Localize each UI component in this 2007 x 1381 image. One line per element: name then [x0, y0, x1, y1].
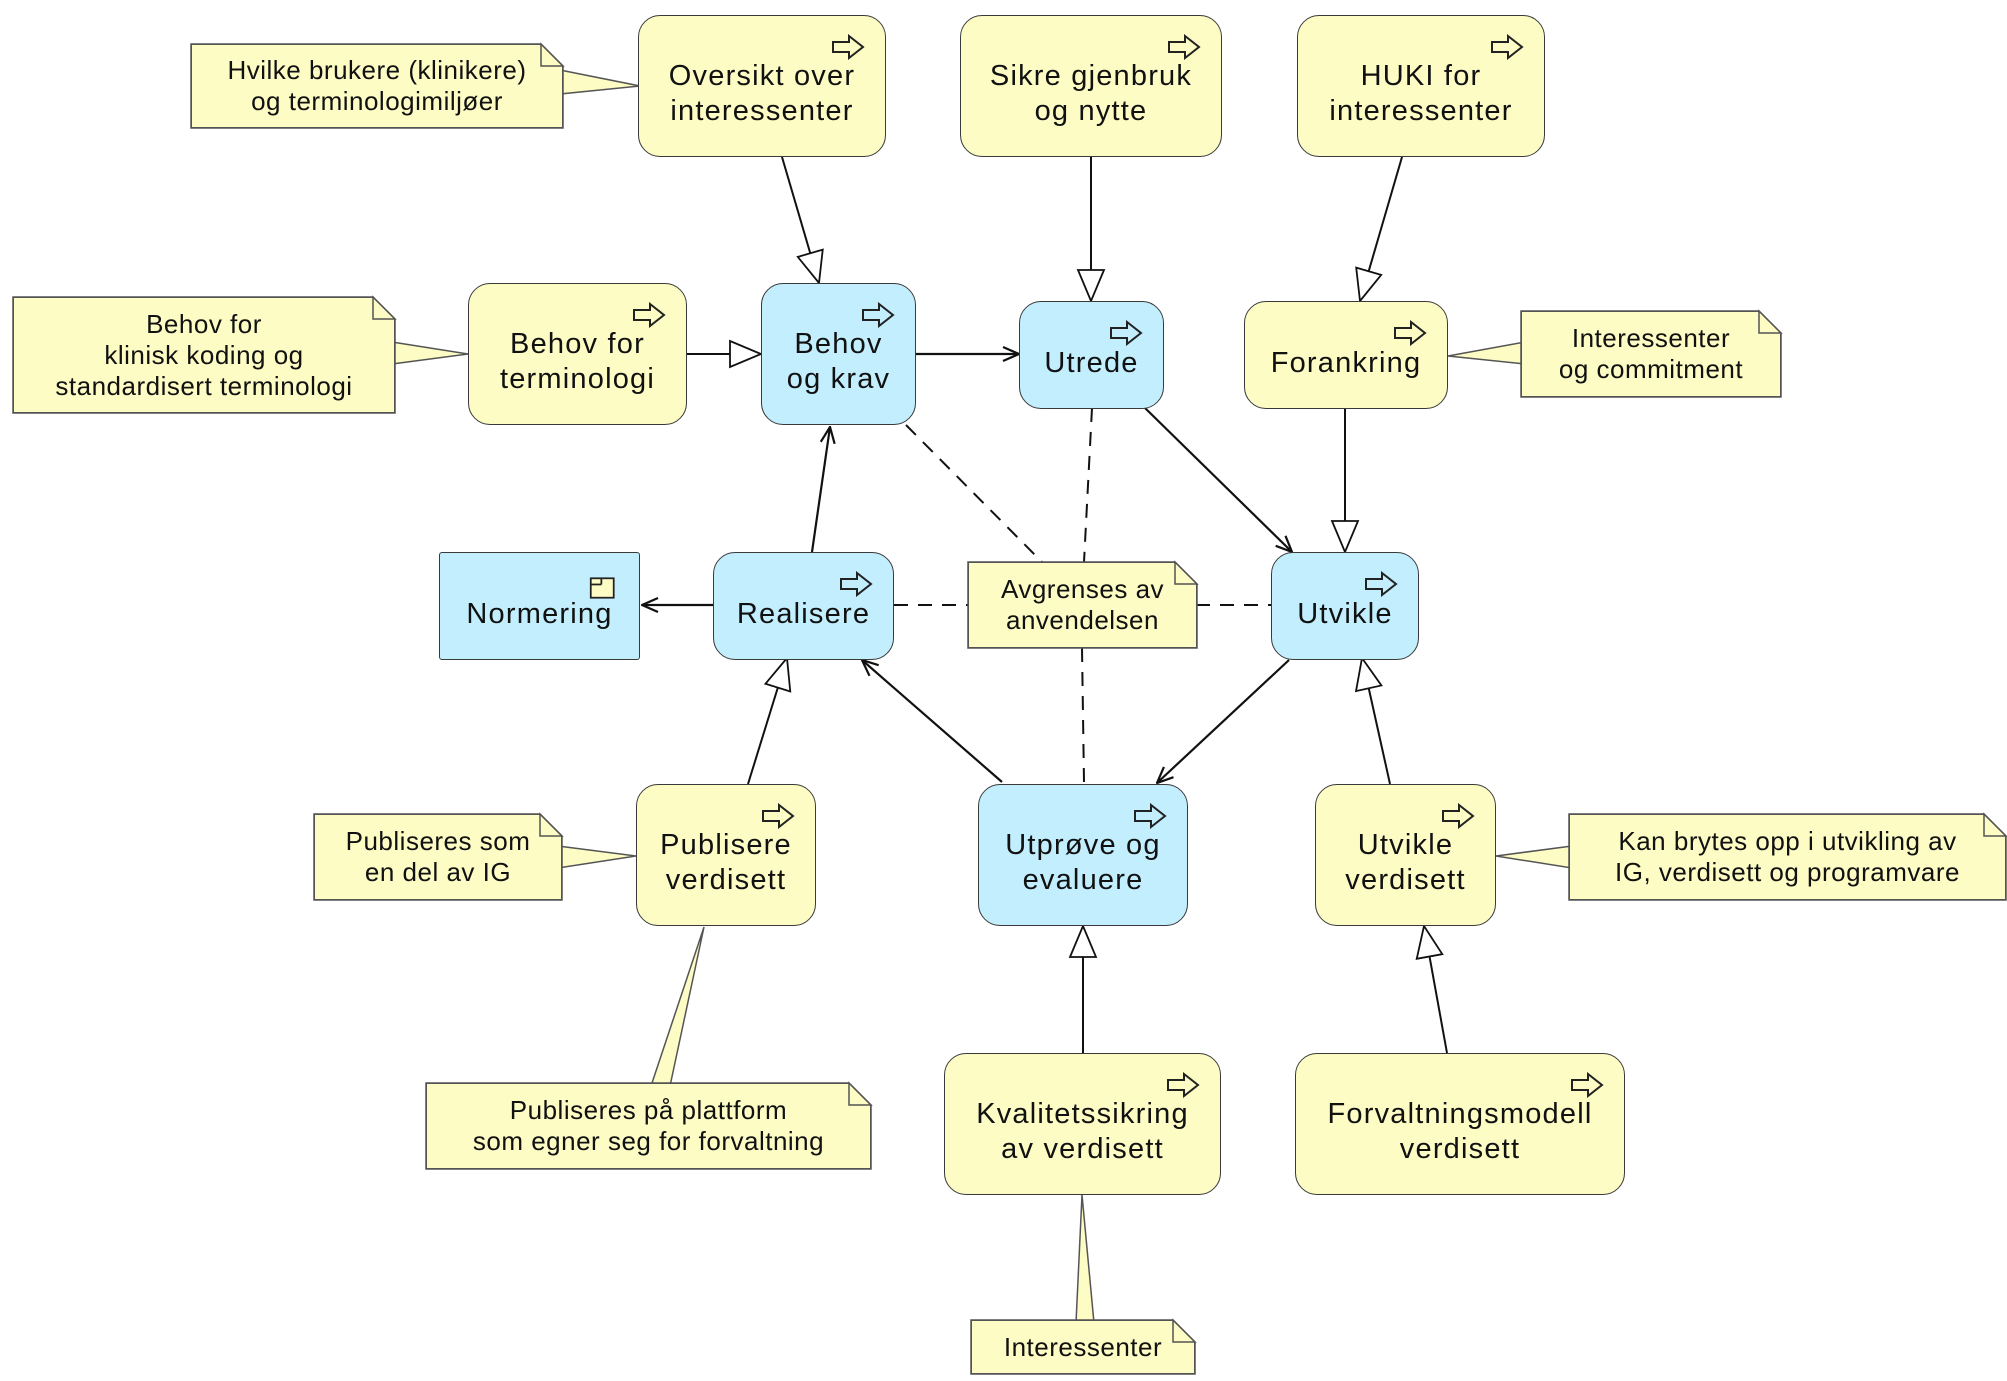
note-tail-interessenter-commitment	[1447, 341, 1526, 365]
edge-utvikleverdisett-utvikle	[1362, 658, 1391, 785]
node-utvikle-verdisett-line-2: verdisett	[1345, 864, 1466, 896]
edge-utvikle-utprove	[1157, 659, 1290, 783]
node-huki[interactable]: HUKI for interessenter	[1297, 15, 1545, 157]
process-arrow-icon	[633, 302, 666, 328]
note-tail-publiseres-ig	[557, 845, 637, 869]
node-realisere-line-1: Realisere	[736, 597, 871, 630]
note-behov-klinisk-line-2: klinisk koding og	[104, 339, 304, 370]
dash-utrede-avgrenses	[1083, 407, 1093, 563]
edge-forvaltning-utvikleverdisett	[1424, 926, 1448, 1054]
node-kvalitet[interactable]: Kvalitetssikring av verdisett	[944, 1053, 1221, 1195]
node-publisere[interactable]: Publisere verdisett	[636, 784, 816, 926]
node-utvikle[interactable]: Utvikle	[1271, 552, 1419, 660]
note-kan-brytes-line-1: Kan brytes opp i utvikling av	[1618, 826, 1957, 856]
node-utvikle-line-1: Utvikle	[1297, 597, 1393, 630]
note-tail-behov-klinisk	[391, 341, 469, 365]
note-behov-klinisk-line-3: standardisert terminologi	[55, 370, 353, 401]
node-huki-line-1: HUKI for	[1360, 60, 1482, 92]
note-avgrenses-line-1: Avgrenses av	[1000, 574, 1165, 604]
node-sikre-line-1: Sikre gjenbruk	[989, 60, 1193, 92]
node-forvaltning-line-1: Forvaltningsmodell	[1327, 1098, 1593, 1130]
note-tail-kan-brytes	[1495, 845, 1573, 869]
edge-huki-forankring	[1360, 156, 1403, 301]
node-behov-krav-line-2: og krav	[786, 363, 891, 395]
node-utrede[interactable]: Utrede	[1019, 301, 1164, 409]
object-icon	[589, 577, 615, 599]
node-utvikle-verdisett[interactable]: Utvikle verdisett	[1315, 784, 1496, 926]
note-publiseres-plattform: Publiseres på plattform som egner seg fo…	[426, 1083, 871, 1169]
note-hvilke: Hvilke brukere (klinikere) og terminolog…	[191, 44, 563, 128]
note-hvilke-line-1: Hvilke brukere (klinikere)	[227, 55, 527, 85]
dash-behovkrav-avgrenses	[905, 424, 1043, 563]
process-arrow-icon	[1394, 320, 1427, 346]
note-kan-brytes: Kan brytes opp i utvikling av IG, verdis…	[1569, 814, 2006, 900]
note-publiseres-plattform-line-1: Publiseres på plattform	[509, 1095, 788, 1125]
node-sikre-line-2: og nytte	[1034, 95, 1148, 127]
note-behov-klinisk: Behov for klinisk koding og standardiser…	[13, 297, 395, 413]
node-utrede-line-1: Utrede	[1044, 346, 1139, 379]
node-oversikt-line-2: interessenter	[670, 95, 854, 127]
edge-oversikt-behovkrav	[781, 156, 819, 283]
edge-realisere-behovkrav	[810, 427, 830, 553]
edge-publisere-realisere	[747, 658, 787, 785]
node-forankring-line-1: Forankring	[1270, 346, 1422, 379]
note-hvilke-line-2: og terminologimiljøer	[251, 86, 503, 116]
node-oversikt[interactable]: Oversikt over interessenter	[638, 15, 886, 157]
node-oversikt-line-1: Oversikt over	[668, 60, 856, 92]
edge-utprove-realisere	[862, 660, 1003, 783]
edge-utrede-utvikle	[1144, 407, 1292, 552]
node-realisere[interactable]: Realisere	[713, 552, 894, 660]
node-forvaltning-line-2: verdisett	[1399, 1133, 1521, 1165]
note-publiseres-ig: Publiseres som en del av IG	[314, 814, 562, 900]
node-publisere-line-1: Publisere	[660, 829, 792, 861]
note-tail-publiseres-plattform	[649, 926, 705, 1087]
node-sikre[interactable]: Sikre gjenbruk og nytte	[960, 15, 1222, 157]
note-interessenter-commitment-line-2: og commitment	[1558, 354, 1744, 384]
note-publiseres-ig-line-1: Publiseres som	[345, 826, 531, 856]
node-forvaltning[interactable]: Forvaltningsmodell verdisett	[1295, 1053, 1625, 1195]
node-behov-terminologi-line-2: terminologi	[499, 363, 656, 395]
node-utprove-line-1: Utprøve og	[1005, 829, 1161, 861]
note-interessenter-commitment-line-1: Interessenter	[1571, 323, 1731, 353]
node-behov-krav-line-1: Behov	[794, 328, 883, 360]
process-arrow-icon	[1168, 34, 1201, 60]
dash-utprove-avgrenses	[1081, 647, 1085, 783]
process-arrow-icon	[762, 803, 795, 829]
node-utvikle-verdisett-line-1: Utvikle	[1357, 829, 1454, 861]
process-arrow-icon	[1134, 803, 1167, 829]
node-normering[interactable]: Normering	[439, 552, 640, 660]
note-publiseres-ig-line-2: en del av IG	[364, 857, 512, 887]
note-interessenter-line-1: Interessenter	[1003, 1331, 1163, 1362]
process-arrow-icon	[1491, 34, 1524, 60]
node-behov-terminologi-line-1: Behov for	[510, 328, 645, 360]
process-arrow-icon	[1167, 1072, 1200, 1098]
process-arrow-icon	[1571, 1072, 1604, 1098]
note-publiseres-plattform-line-2: som egner seg for forvaltning	[472, 1126, 825, 1156]
process-arrow-icon	[840, 571, 873, 597]
node-forankring[interactable]: Forankring	[1244, 301, 1448, 409]
node-kvalitet-line-1: Kvalitetssikring	[976, 1098, 1189, 1130]
process-arrow-icon	[832, 34, 865, 60]
process-arrow-icon	[1110, 320, 1143, 346]
node-behov-krav[interactable]: Behov og krav	[761, 283, 916, 425]
note-avgrenses: Avgrenses av anvendelsen	[968, 562, 1197, 648]
node-behov-terminologi[interactable]: Behov for terminologi	[468, 283, 687, 425]
process-arrow-icon	[1442, 803, 1475, 829]
node-utprove-line-2: evaluere	[1022, 864, 1144, 896]
note-interessenter: Interessenter	[971, 1320, 1195, 1374]
process-arrow-icon	[862, 302, 895, 328]
node-kvalitet-line-2: av verdisett	[1001, 1133, 1164, 1165]
note-tail-hvilke	[559, 69, 641, 95]
note-interessenter-commitment: Interessenter og commitment	[1521, 311, 1781, 397]
note-behov-klinisk-line-1: Behov for	[146, 308, 262, 339]
node-normering-line-1: Normering	[466, 597, 613, 630]
note-avgrenses-line-2: anvendelsen	[1006, 605, 1159, 635]
node-huki-line-2: interessenter	[1329, 95, 1513, 127]
node-publisere-line-2: verdisett	[665, 864, 787, 896]
process-arrow-icon	[1365, 571, 1398, 597]
note-tail-interessenter	[1075, 1194, 1095, 1324]
node-utprove[interactable]: Utprøve og evaluere	[978, 784, 1188, 926]
note-kan-brytes-line-2: IG, verdisett og programvare	[1615, 857, 1960, 887]
